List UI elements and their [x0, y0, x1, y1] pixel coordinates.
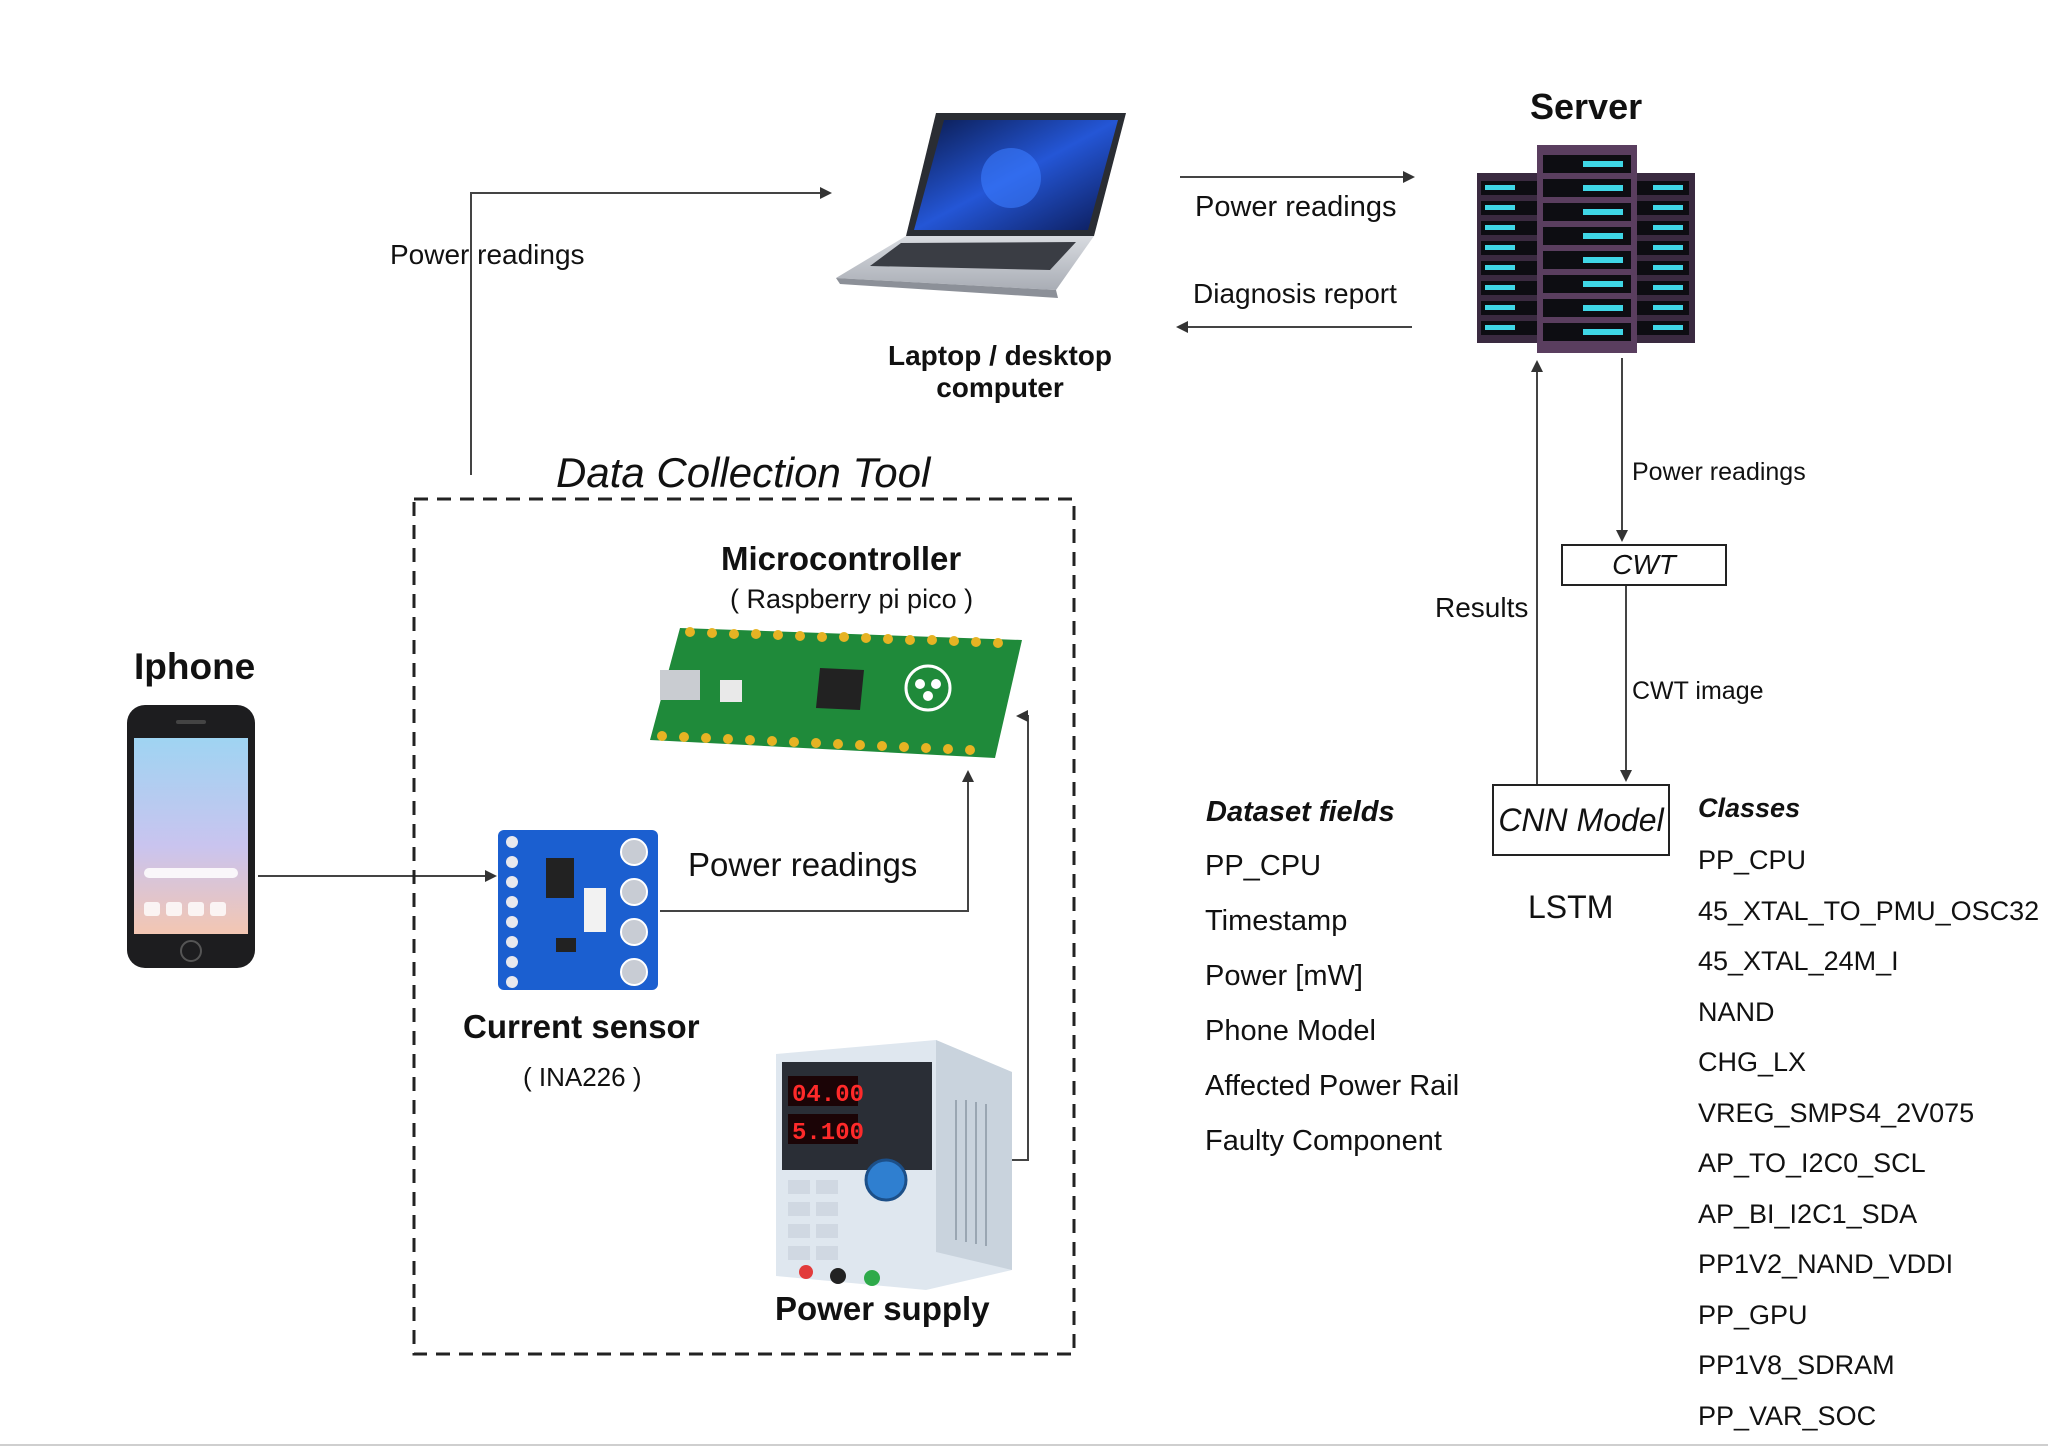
class-item: PP_GPU: [1698, 1299, 1808, 1330]
laptop-icon: [836, 108, 1128, 298]
raspberry-pi-pico-icon: [650, 618, 1025, 768]
iphone-icon: [126, 704, 256, 969]
bottom-divider: [0, 1444, 2048, 1446]
class-item: AP_TO_I2C0_SCL: [1698, 1148, 1926, 1178]
edge-label-cnn-to-server: Results: [1435, 592, 1529, 623]
cnn-model-box: CNN Model: [1492, 784, 1670, 856]
edge-label-sensor-to-mcu: Power readings: [688, 846, 918, 883]
psu-current-readout: 5.100: [792, 1120, 864, 1147]
edge-sensor-to-mcu: [660, 770, 974, 912]
psu-voltage-readout: 04.00: [792, 1082, 864, 1109]
edge-label-laptop-to-server: Power readings: [1195, 191, 1397, 223]
cnn-model-label: CNN Model: [1498, 802, 1664, 838]
cwt-label: CWT: [1612, 549, 1676, 580]
iphone-label: Iphone: [134, 646, 256, 687]
dataset-field-item: Faulty Component: [1205, 1125, 1442, 1157]
dataset-field-item: Phone Model: [1205, 1015, 1376, 1047]
edge-tool-to-laptop: [470, 187, 832, 475]
server-icon: [1475, 143, 1697, 355]
server-label: Server: [1530, 86, 1643, 127]
edge-label-cwt-to-cnn: CWT image: [1632, 677, 1764, 705]
dataset-field-item: Timestamp: [1205, 905, 1348, 937]
class-item: VREG_SMPS4_2V075: [1698, 1097, 1975, 1128]
microcontroller-label: Microcontroller: [721, 540, 962, 577]
class-item: PP_CPU: [1698, 845, 1807, 875]
data-collection-tool-box: [412, 497, 1076, 1356]
power-supply-label: Power supply: [775, 1290, 990, 1327]
dataset-field-item: Affected Power Rail: [1205, 1070, 1460, 1102]
edge-label-tool-to-laptop: Power readings: [390, 239, 585, 270]
class-item: PP1V2_NAND_VDDI: [1698, 1249, 1954, 1279]
edge-psu-to-mcu: [1012, 710, 1029, 1161]
classes-title: Classes: [1698, 793, 1801, 823]
edge-label-server-to-cwt: Power readings: [1632, 458, 1806, 486]
edge-label-server-to-laptop: Diagnosis report: [1193, 278, 1397, 309]
class-item: PP1V8_SDRAM: [1698, 1350, 1895, 1380]
class-item: CHG_LX: [1698, 1047, 1807, 1077]
dataset-field-item: Power [mW]: [1205, 960, 1363, 992]
power-supply-icon: 04.00 5.100: [776, 1040, 1012, 1290]
laptop-label: Laptop / desktop computer: [888, 340, 1112, 403]
class-item: PP_VAR_SOC: [1698, 1400, 1877, 1431]
current-sensor-icon: [496, 828, 661, 994]
class-item: 45_XTAL_TO_PMU_OSC32: [1698, 895, 2040, 926]
cwt-box: CWT: [1561, 544, 1727, 586]
dataset-fields-title: Dataset fields: [1206, 796, 1395, 828]
data-collection-tool-title: Data Collection Tool: [556, 449, 931, 496]
dataset-field-item: PP_CPU: [1205, 850, 1322, 882]
lstm-label: LSTM: [1528, 889, 1614, 925]
class-item: AP_BI_I2C1_SDA: [1698, 1198, 1918, 1229]
class-item: NAND: [1698, 996, 1775, 1027]
class-item: 45_XTAL_24M_I: [1698, 946, 1899, 976]
current-sensor-sublabel: ( INA226 ): [523, 1062, 642, 1092]
current-sensor-label: Current sensor: [463, 1008, 700, 1045]
microcontroller-sublabel: ( Raspberry pi pico ): [730, 584, 974, 614]
